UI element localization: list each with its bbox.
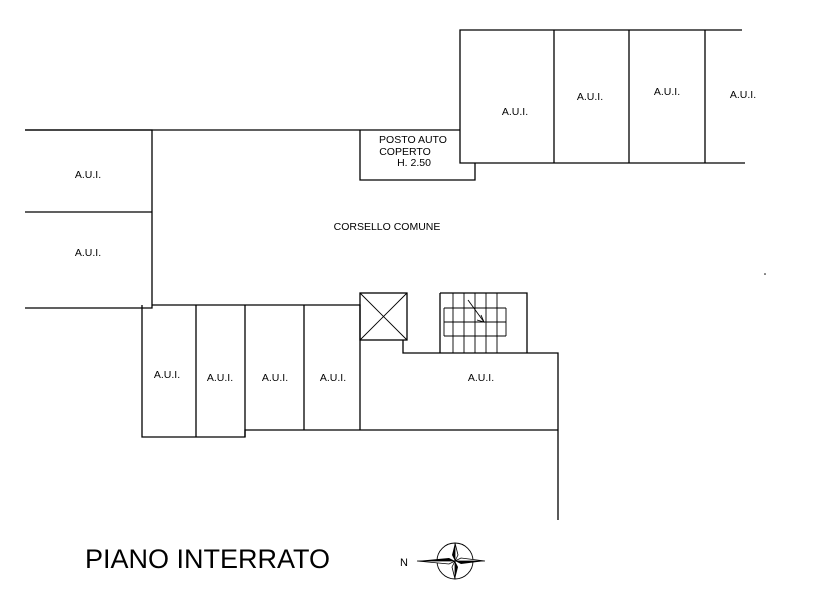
unit-label: A.U.I. — [730, 89, 756, 101]
stair-steps — [443, 293, 507, 353]
unit-label: A.U.I. — [75, 169, 101, 181]
parking-label-line: POSTO AUTO — [379, 134, 447, 146]
unit-label: A.U.I. — [654, 86, 680, 98]
unit-label: A.U.I. — [577, 91, 603, 103]
parking-label-line: H. 2.50 — [397, 157, 431, 169]
unit-label: A.U.I. — [207, 372, 233, 384]
speck — [764, 273, 766, 275]
corridor-label: CORSELLO COMUNE — [334, 221, 441, 233]
parking-label-line: COPERTO — [379, 146, 431, 158]
compass-direction-letter: N — [400, 557, 408, 569]
unit-label: A.U.I. — [320, 372, 346, 384]
plan-title: PIANO INTERRATO — [85, 544, 330, 574]
walls — [25, 29, 745, 520]
unit-labels: A.U.I. A.U.I. A.U.I. A.U.I. A.U.I. A.U.I… — [75, 86, 756, 384]
unit-label: A.U.I. — [468, 372, 494, 384]
unit-label: A.U.I. — [75, 247, 101, 259]
unit-label: A.U.I. — [502, 106, 528, 118]
compass: N — [400, 542, 486, 580]
parking-label: POSTO AUTO COPERTO H. 2.50 — [379, 134, 447, 169]
compass-rose-icon — [416, 542, 486, 580]
unit-label: A.U.I. — [154, 369, 180, 381]
unit-label: A.U.I. — [262, 372, 288, 384]
